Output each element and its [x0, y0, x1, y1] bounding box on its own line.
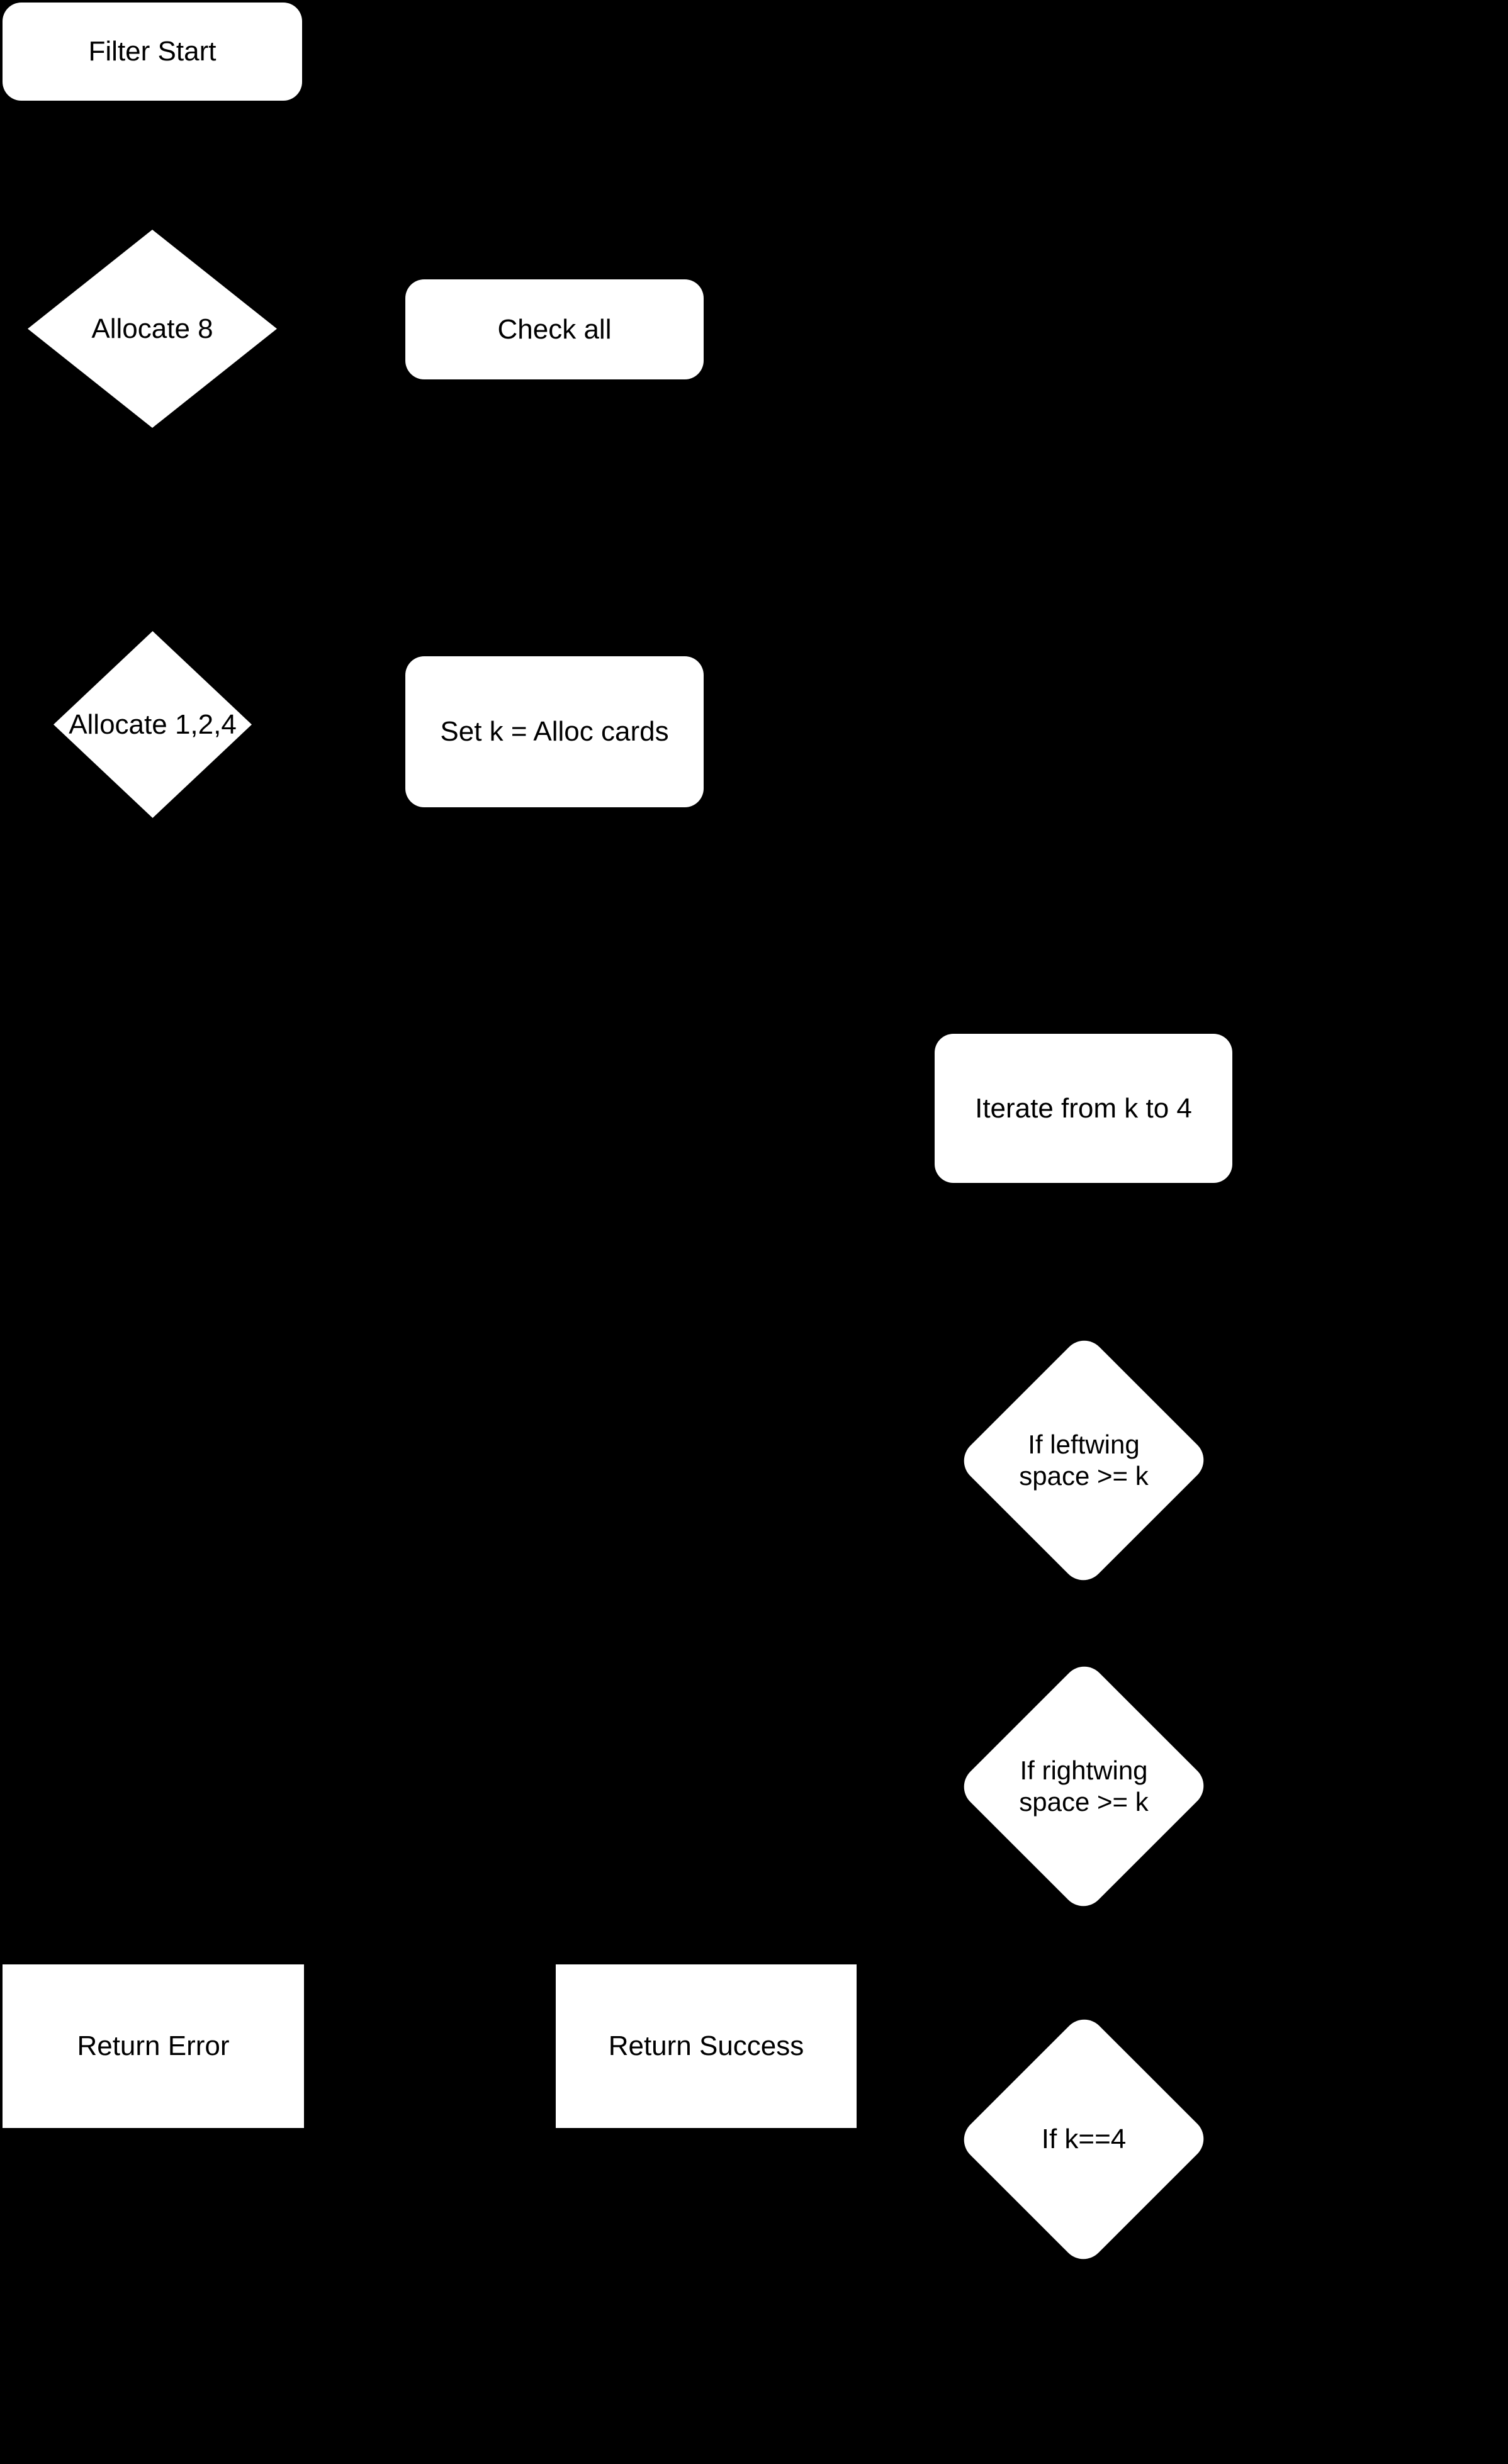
node-set-k-alloc-cards[interactable]: Set k = Alloc cards: [405, 656, 704, 807]
diamond-shape: [955, 2010, 1213, 2268]
node-check-all[interactable]: Check all: [405, 279, 704, 379]
diamond-shape: [955, 1657, 1213, 1915]
node-iterate-from-k-to-4[interactable]: Iterate from k to 4: [935, 1034, 1232, 1183]
diamond-shape: [955, 1331, 1213, 1589]
node-return-error-label: Return Error: [77, 2030, 230, 2062]
node-return-success-label: Return Success: [608, 2030, 804, 2062]
node-allocate-8[interactable]: Allocate 8: [28, 230, 277, 428]
node-allocate-1-2-4[interactable]: Allocate 1,2,4: [53, 631, 252, 818]
node-if-leftwing-space[interactable]: If leftwing space >= k: [955, 1331, 1213, 1589]
node-if-k-equals-4[interactable]: If k==4: [955, 2010, 1213, 2268]
node-filter-start-label: Filter Start: [88, 36, 217, 67]
node-return-error[interactable]: Return Error: [3, 1964, 304, 2128]
node-return-success[interactable]: Return Success: [556, 1964, 857, 2128]
diamond-shape: [53, 631, 252, 818]
node-if-rightwing-space[interactable]: If rightwing space >= k: [955, 1657, 1213, 1915]
node-set-k-alloc-cards-label: Set k = Alloc cards: [440, 716, 669, 748]
node-check-all-label: Check all: [497, 313, 612, 345]
node-filter-start[interactable]: Filter Start: [3, 3, 302, 101]
diamond-shape: [28, 230, 277, 428]
node-iterate-from-k-to-4-label: Iterate from k to 4: [975, 1092, 1192, 1124]
